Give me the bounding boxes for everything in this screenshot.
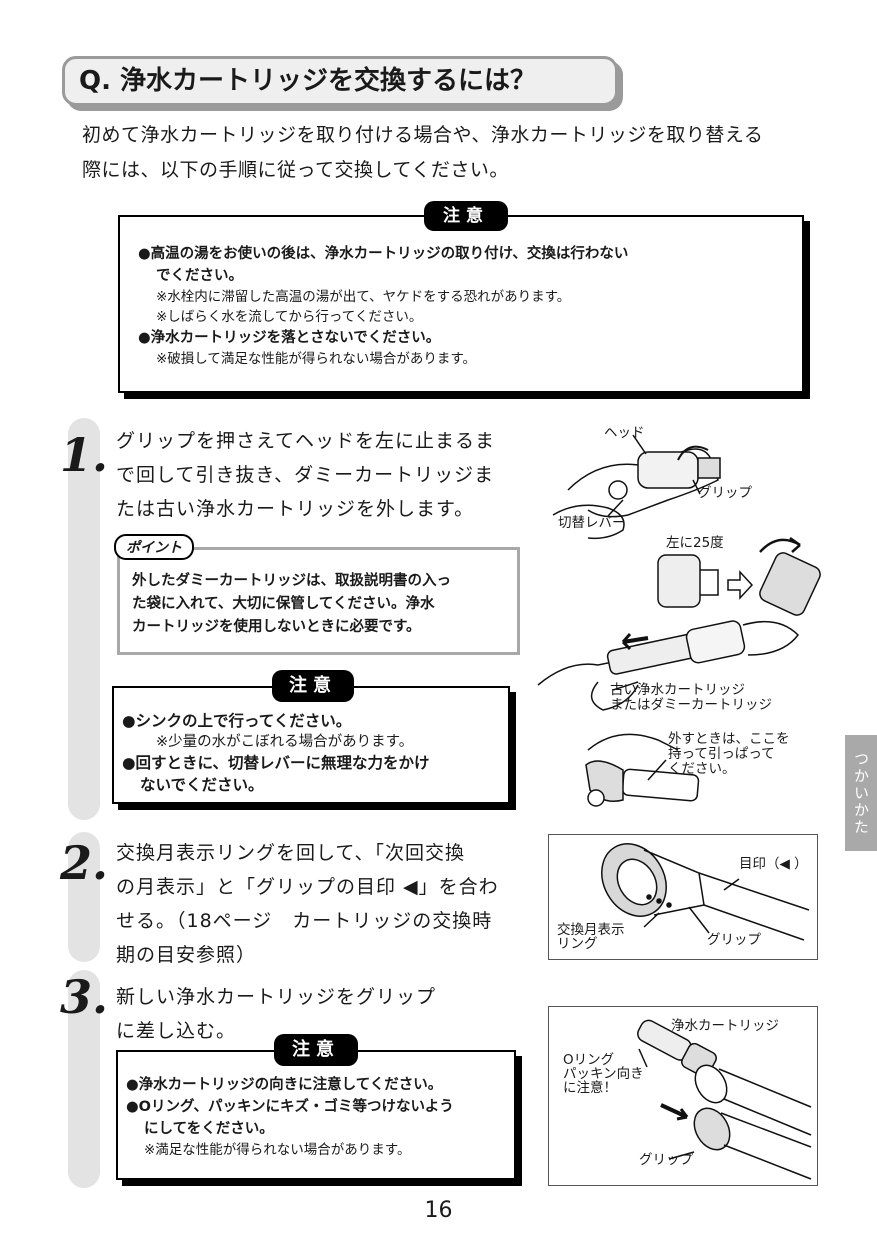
step3-panel-bar bbox=[68, 970, 100, 1188]
page-number: 16 bbox=[424, 1198, 453, 1223]
point-line: た袋に入れて、大切に保管してください。浄水 bbox=[132, 596, 435, 612]
step1-caution-box: 注意 ●シンクの上で行ってください。 ※少量の水がこぼれる場合があります。 ●回… bbox=[112, 670, 510, 804]
caution-item-cont: にしてをください。 bbox=[144, 1121, 274, 1137]
faucet-head-removal-drawing bbox=[537, 434, 821, 807]
step1-line: で回して引き抜き、ダミーカートリッジま bbox=[116, 464, 495, 486]
step3-line: に差し込む。 bbox=[116, 1020, 237, 1042]
caution-item-cont: ないでください。 bbox=[140, 776, 264, 794]
step2-panel-bar bbox=[68, 832, 100, 962]
step2-line: せる。（18ページ カートリッジの交換時 bbox=[116, 910, 493, 932]
caution-item-cont: でください。 bbox=[156, 268, 243, 284]
step1-line: グリップを押さえてヘッドを左に止まるま bbox=[116, 430, 496, 452]
step3-number: 3. bbox=[60, 970, 109, 1024]
label-hold-1: 外すときは、ここを bbox=[668, 731, 790, 747]
label-ring-2: リング bbox=[557, 936, 598, 952]
label-cartridge: 浄水カートリッジ bbox=[671, 1018, 779, 1034]
label-grip: グリップ bbox=[707, 932, 761, 948]
step2-line: 期の目安参照） bbox=[116, 944, 257, 966]
caution-note: ※破損して満足な性能が得られない場合があります。 bbox=[156, 351, 477, 367]
caution-item: ●回すときに、切替レバーに無理な力をかけ bbox=[122, 754, 430, 772]
caution-item: ●シンクの上で行ってください。 bbox=[122, 712, 352, 730]
step3-text: 新しい浄水カートリッジをグリップ に差し込む。 bbox=[116, 980, 436, 1048]
label-grip: グリップ bbox=[698, 485, 752, 501]
caution-note: ※少量の水がこぼれる場合があります。 bbox=[156, 734, 414, 750]
step3-caution-box: 注意 ●浄水カートリッジの向きに注意してください。 ●Oリング、パッキンにキズ・… bbox=[116, 1034, 516, 1180]
intro-text: 初めて浄水カートリッジを取り付ける場合や、浄水カートリッジを取り替える 際には、… bbox=[82, 118, 842, 188]
step1-line: たは古い浄水カートリッジを外します。 bbox=[116, 498, 475, 520]
point-line: カートリッジを使用しないときに必要です。 bbox=[132, 619, 421, 635]
step2-line: 交換月表示リングを回して、「次回交換 bbox=[116, 842, 465, 864]
caution-item: ●高温の湯をお使いの後は、浄水カートリッジの取り付け、交換は行わない bbox=[138, 246, 629, 262]
caution-badge: 注意 bbox=[274, 1034, 358, 1066]
step3-line: 新しい浄水カートリッジをグリップ bbox=[116, 986, 437, 1008]
step1-number: 1. bbox=[60, 428, 109, 482]
label-lever: 切替レバー bbox=[558, 515, 626, 531]
point-label: ポイント bbox=[114, 534, 194, 560]
label-oring-2: パッキン向き bbox=[563, 1066, 644, 1082]
label-oring-3: に注意！ bbox=[563, 1080, 617, 1096]
caution-note: ※水栓内に滞留した高温の湯が出て、ヤケドをする恐れがあります。 bbox=[156, 289, 571, 305]
step2-number: 2. bbox=[60, 836, 109, 890]
ring-alignment-drawing bbox=[601, 843, 810, 941]
caution-box-top: 注意 ●高温の湯をお使いの後は、浄水カートリッジの取り付け、交換は行わない でく… bbox=[118, 201, 804, 393]
caution-badge: 注意 bbox=[272, 670, 354, 702]
step2-illustration: 目印（◀ ） 交換月表示 リング グリップ bbox=[548, 834, 818, 960]
label-old-cartridge-2: またはダミーカートリッジ bbox=[610, 697, 772, 713]
label-old-cartridge-1: 古い浄水カートリッジ bbox=[610, 682, 745, 698]
caution-note: ※満足な性能が得られない場合があります。 bbox=[144, 1142, 411, 1158]
step1-panel-bar bbox=[68, 418, 100, 820]
step3-illustration: 浄水カートリッジ Oリング パッキン向き に注意！ グリップ bbox=[548, 1006, 818, 1186]
intro-line-2: 際には、以下の手順に従って交換してください。 bbox=[82, 159, 509, 181]
label-head: ヘッド bbox=[604, 425, 645, 441]
label-grip: グリップ bbox=[639, 1152, 693, 1168]
caution-item: ●浄水カートリッジの向きに注意してください。 bbox=[126, 1077, 443, 1093]
step1-illustration: ヘッド グリップ 切替レバー 左に25度 古い浄水カートリッジ またはダミーカー… bbox=[528, 420, 846, 830]
label-hold-3: ください。 bbox=[668, 761, 736, 777]
label-hold-2: 持って引っぱって bbox=[668, 746, 775, 762]
caution-note: ※しばらく水を流してから行ってください。 bbox=[156, 309, 423, 325]
label-ring-1: 交換月表示 bbox=[557, 922, 625, 938]
step2-line: の月表示」と「グリップの目印 ◀」を合わ bbox=[116, 876, 499, 898]
caution-item: ●Oリング、パッキンにキズ・ゴミ等つけないよう bbox=[126, 1099, 454, 1115]
caution-badge: 注意 bbox=[424, 201, 508, 231]
step2-text: 交換月表示リングを回して、「次回交換 の月表示」と「グリップの目印 ◀」を合わ … bbox=[116, 836, 499, 972]
point-box: ポイント 外したダミーカートリッジは、取扱説明書の入っ た袋に入れて、大切に保管… bbox=[114, 534, 520, 655]
intro-line-1: 初めて浄水カートリッジを取り付ける場合や、浄水カートリッジを取り替える bbox=[82, 124, 764, 146]
section-side-tab: つかいかた bbox=[845, 735, 877, 851]
page-title: Q. 浄水カートリッジを交換するには？ bbox=[62, 56, 618, 106]
label-mark: 目印（◀ ） bbox=[739, 856, 808, 872]
point-line: 外したダミーカートリッジは、取扱説明書の入っ bbox=[132, 573, 451, 589]
step1-text: グリップを押さえてヘッドを左に止まるま で回して引き抜き、ダミーカートリッジま … bbox=[116, 424, 495, 526]
label-oring-1: Oリング bbox=[563, 1052, 615, 1068]
cartridge-insert-drawing bbox=[637, 1019, 812, 1180]
caution-item: ●浄水カートリッジを落とさないでください。 bbox=[138, 330, 441, 346]
label-angle: 左に25度 bbox=[666, 535, 724, 551]
